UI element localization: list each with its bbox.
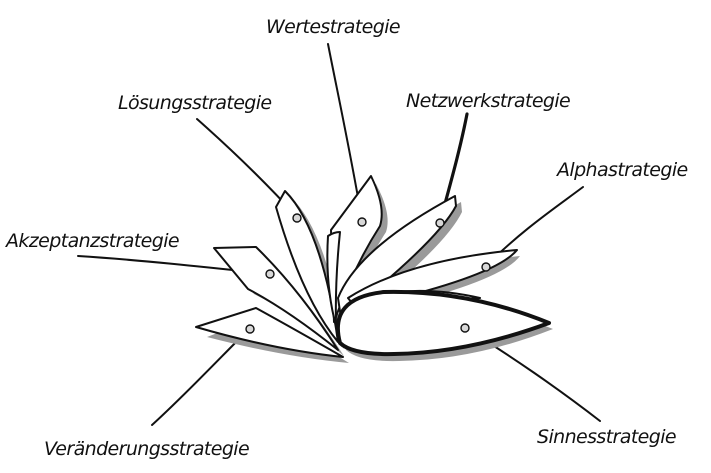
label-alpha: Alphastrategie [555, 159, 688, 181]
dot-alpha [482, 263, 490, 271]
petal-sinnes [338, 292, 549, 354]
dot-loesung [293, 214, 301, 222]
label-werte: Wertestrategie [266, 16, 400, 38]
label-veraenderung: Veränderungsstrategie [44, 438, 249, 460]
label-sinnes: Sinnesstrategie [537, 426, 676, 448]
label-akzeptanz: Akzeptanzstrategie [4, 230, 179, 252]
dot-netzwerk [436, 219, 444, 227]
dot-werte [358, 218, 366, 226]
dot-sinnes [461, 324, 469, 332]
label-netzwerk: Netzwerkstrategie [406, 90, 570, 112]
dot-veraenderung [246, 325, 254, 333]
dot-akzeptanz [266, 270, 274, 278]
label-loesung: Lösungsstrategie [118, 92, 272, 114]
